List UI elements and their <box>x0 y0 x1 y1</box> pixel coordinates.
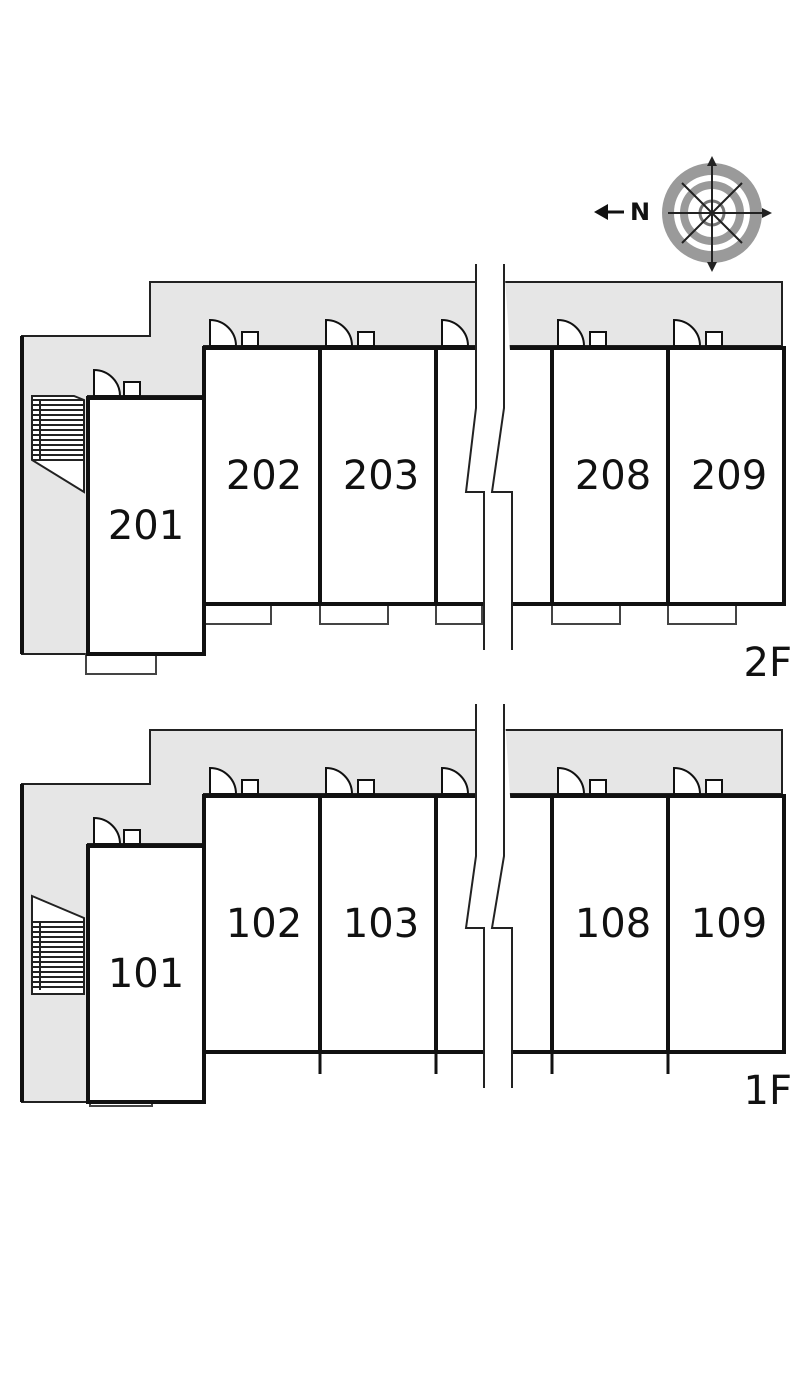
room-label-101: 101 <box>108 951 184 997</box>
room-label-203: 203 <box>343 453 419 499</box>
room-202 <box>202 346 322 606</box>
room-label-202: 202 <box>226 453 302 499</box>
room-label-208: 208 <box>575 453 651 499</box>
staircase-2f <box>31 395 85 494</box>
room-108 <box>550 794 670 1054</box>
balcony-201 <box>85 653 157 675</box>
room-label-102: 102 <box>226 901 302 947</box>
room-label-103: 103 <box>343 901 419 947</box>
break-line-1f <box>464 704 514 1088</box>
room-label-201: 201 <box>108 503 184 549</box>
compass-rose-icon <box>662 156 772 272</box>
room-label-109: 109 <box>691 901 767 947</box>
floor-1f-plan: 101 102 103 108 109 1F <box>20 704 792 1114</box>
balcony-202 <box>204 603 272 625</box>
break-line-2f <box>464 264 514 650</box>
room-label-209: 209 <box>691 453 767 499</box>
room-109 <box>666 794 786 1054</box>
floor-2f-plan: 201 202 203 208 209 2F <box>20 264 792 686</box>
balcony-hidden-2f <box>435 603 483 625</box>
balcony-208 <box>551 603 621 625</box>
compass-north-label: N <box>630 198 650 226</box>
wall-stubs-1f <box>318 1052 670 1074</box>
compass: N <box>594 156 772 272</box>
room-209 <box>666 346 786 606</box>
doors-2f <box>93 318 723 397</box>
staircase-1f <box>31 894 85 995</box>
balcony-209 <box>667 603 737 625</box>
room-203 <box>318 346 438 606</box>
doors-1f <box>93 766 723 845</box>
room-label-108: 108 <box>575 901 651 947</box>
floor-label-2f: 2F <box>744 640 792 686</box>
balcony-203 <box>319 603 389 625</box>
north-arrow-icon <box>594 204 624 220</box>
floor-label-1f: 1F <box>744 1068 792 1114</box>
room-101 <box>86 844 206 1104</box>
